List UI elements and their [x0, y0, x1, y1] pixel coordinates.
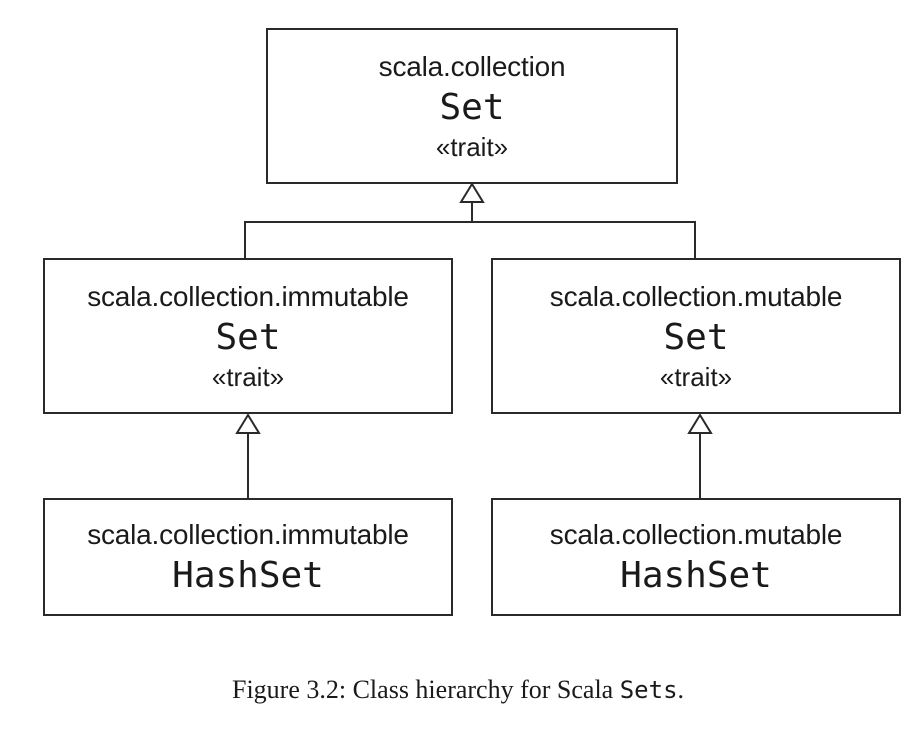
class-name: HashSet — [620, 555, 772, 596]
class-box-immutable-hashset: scala.collection.immutable HashSet — [43, 498, 453, 616]
caption-code: Sets — [619, 676, 678, 704]
class-box-immutable-set: scala.collection.immutable Set «trait» — [43, 258, 453, 414]
class-box-mutable-hashset: scala.collection.mutable HashSet — [491, 498, 901, 616]
figure-caption: Figure 3.2: Class hierarchy for Scala Se… — [0, 674, 916, 706]
inheritance-arrowhead-root — [459, 182, 485, 203]
inheritance-arrowhead-mutable-set — [687, 413, 713, 434]
inheritance-arrowhead-immutable-set — [235, 413, 261, 434]
stereotype-label: «trait» — [211, 362, 285, 392]
stereotype-label: «trait» — [659, 362, 733, 392]
inheritance-line-mutable-to-root — [472, 221, 696, 258]
class-name: Set — [215, 317, 281, 358]
caption-text: Figure 3.2: Class hierarchy for Scala — [231, 675, 620, 704]
class-box-mutable-set: scala.collection.mutable Set «trait» — [491, 258, 901, 414]
package-label: scala.collection.immutable — [87, 519, 409, 550]
stereotype-label: «trait» — [435, 132, 509, 162]
class-name: HashSet — [172, 555, 324, 596]
package-label: scala.collection.mutable — [549, 519, 843, 550]
package-label: scala.collection.immutable — [87, 281, 409, 312]
class-name: Set — [663, 317, 729, 358]
package-label: scala.collection.mutable — [549, 281, 843, 312]
inheritance-line-immutable-to-root — [244, 202, 473, 258]
class-name: Set — [439, 87, 505, 128]
caption-end: . — [677, 675, 685, 704]
class-box-scala-collection-set: scala.collection Set «trait» — [266, 28, 678, 184]
package-label: scala.collection — [378, 51, 566, 82]
